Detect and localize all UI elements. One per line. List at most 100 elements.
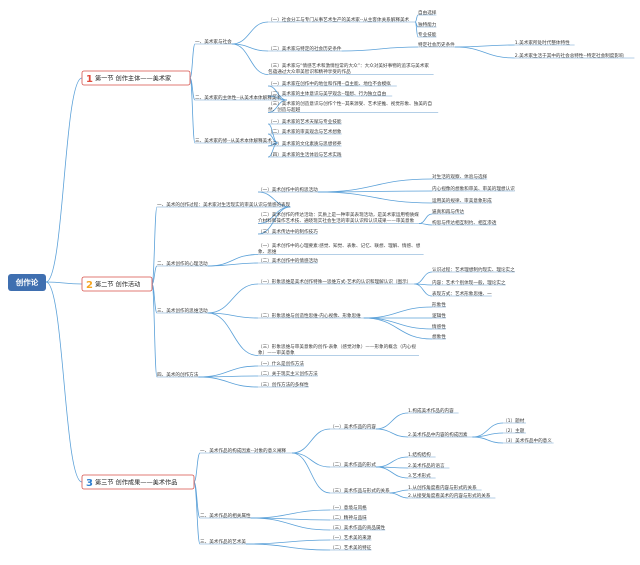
ch1-section-1-text: 一、美术家与社会: [195, 38, 232, 45]
ch2-section-3-2-1-text: 形象性: [432, 301, 446, 308]
ch3-section-1-2-3[interactable]: 3.艺术形式: [408, 472, 436, 479]
ch3-section-1-1-2[interactable]: 2.美术作品中内容的构成因素: [408, 431, 473, 438]
ch2-section-1-1-3[interactable]: 运用美的规律、审美意象形成: [432, 197, 492, 204]
ch2-section-3[interactable]: 三、美术创作的思维活动: [157, 307, 208, 314]
ch2-section-3-3[interactable]: （三）形象思维与审美意象的创作-表象（感觉对象）——形象的概念（内心视象）——审…: [258, 343, 419, 356]
ch3-section-3-text: 三、美术作品的艺术美: [200, 538, 246, 545]
ch3-section-2-1[interactable]: （一）意境与风格: [330, 504, 367, 511]
ch2-section-1-1-1[interactable]: 对生活的观察、体验与选择: [432, 173, 488, 180]
ch3-section-1-3-1[interactable]: 1.从创作角度看内容与形式的关系: [408, 484, 482, 491]
ch2-section-1-2-1[interactable]: 逼真和再与传达: [432, 208, 465, 215]
ch2-section-3-2[interactable]: （二）形象思维与创造性思维-内心视像、形象思维: [258, 312, 364, 319]
ch1-section-1-3[interactable]: （三）美术家与“情感艺术和激情恒常的大众”：大众对美好事物的追求与美术家包蕴通过…: [268, 62, 434, 75]
ch1-section-2-3[interactable]: （三）美术家的创造意识与创作个性--其来源受、艺术逆推、视觉形象、独美的自然、创…: [268, 100, 439, 113]
ch1-section-2-1-text: （一）美术家在创作中的地位和作用--自主能、地位不会模拟: [268, 80, 391, 87]
ch3-section-1-3-2[interactable]: 2.从接受角度看美术的内容与形式的关系: [408, 492, 496, 499]
ch1-section-1-1[interactable]: （一）社会分工与专门从事艺术生产的美术家--从主客体关系解释美术: [268, 16, 416, 23]
ch1-section-1-2-1-2[interactable]: 2.美术家生活于其中的社会总特性--特定社会制度影响: [514, 52, 635, 59]
ch2-section-4[interactable]: 四、美术的创作方法: [157, 371, 199, 378]
ch2-section-2-1[interactable]: （一）美术创作中的心理要素:感觉、知觉、表象、记忆、联想、理解、情感、想象、思维: [258, 242, 424, 255]
ch1-section-1-1-3[interactable]: 专业技能: [418, 31, 437, 38]
ch3-section-1-2-text: （二）美术作品的形式: [330, 461, 376, 468]
ch1-section-1-2[interactable]: （二）美术家与特定的社会历史条件: [268, 45, 342, 52]
ch1-section-2[interactable]: 二、美术家的主体性--从美术本体解释美术: [195, 94, 287, 101]
ch3-section-2-2[interactable]: （二）精神与品味: [330, 514, 367, 521]
ch1-section-2-1[interactable]: （一）美术家在创作中的地位和作用--自主能、地位不会模拟: [268, 80, 397, 87]
ch2-section-3-1-3[interactable]: 表现方式：艺术形象思维、一: [432, 290, 492, 297]
ch3-section-1-1-2-2[interactable]: （2）主题: [503, 427, 526, 434]
link-ch3-section-3-1: [245, 539, 331, 545]
root-node[interactable]: 创作论: [8, 274, 46, 291]
link-ch1-section-1-1-3: [414, 21, 419, 38]
ch3-section-1-text: 一、美术作品的构成因素--对象的意义阐释: [200, 447, 286, 454]
ch3-section-1-2-1[interactable]: 1.结构结构: [408, 451, 436, 458]
ch1-section-1-1-2-text: 独特能力: [418, 21, 437, 28]
ch2-section-3-2-3[interactable]: 情感性: [432, 323, 446, 330]
ch1-section-1-2-1-1[interactable]: 1.美术家所处时代整体特性: [514, 39, 575, 46]
ch1-section-1-2-1-2-text: 2.美术家生活于其中的社会总特性--特定社会制度影响: [515, 52, 624, 59]
ch2-section-2[interactable]: 二、美术创作的心理活动: [157, 260, 208, 267]
link-ch1-section-1-1-1: [414, 14, 419, 23]
ch2-section-3-2-1[interactable]: 形象性: [432, 301, 446, 308]
ch2-section-3-1[interactable]: （一）形象思维是美术创作特殊一思维方式-艺术的认识和理解认识（图示）: [258, 278, 415, 285]
ch1-section-3-3[interactable]: （三）美术家的文化素质与思想修养: [268, 140, 342, 147]
ch2-section-2-1-text-line2: 象、思维: [258, 248, 277, 255]
ch1-section-1[interactable]: 一、美术家与社会: [195, 38, 232, 45]
ch3-section-1-1[interactable]: （一）美术作品的内容: [330, 423, 376, 430]
ch2-section-4-2-text: （二）关于现实主义创作方法: [258, 370, 318, 377]
ch3-section-2-3[interactable]: （三）美术作品的商品属性: [330, 524, 386, 531]
ch1-section-1-1-2[interactable]: 独特能力: [418, 21, 437, 28]
ch2-section-2-2[interactable]: （二）美术创作中的情感活动: [258, 257, 318, 264]
ch3-section-1[interactable]: 一、美术作品的构成因素--对象的意义阐释: [200, 447, 292, 454]
ch3-section-1-2[interactable]: （二）美术作品的形式: [330, 461, 376, 468]
ch2-section-1-2-2[interactable]: 构思与传达相互制约、相互渗透: [432, 219, 497, 226]
ch2-section-4-1[interactable]: （一）什么是创作方法: [258, 360, 304, 367]
ch2-section-3-2-2[interactable]: 逻辑性: [432, 312, 446, 319]
link-ch2-section-1-1: [257, 191, 291, 208]
ch1-section-2-2[interactable]: （二）美术家的主体意识与美学观念--理想、行为独立自由: [268, 90, 393, 97]
ch2-section-4-2[interactable]: （二）关于现实主义创作方法: [258, 370, 318, 377]
ch2-section-3-2-4[interactable]: 想象性: [432, 333, 446, 340]
ch2-section-3-1-1[interactable]: 认识过程：艺术理想制约现实、理论实之: [432, 266, 515, 273]
link-ch3-section-1-1: [291, 428, 331, 454]
ch2-section-1-2[interactable]: （二）美术创作的传达活动：实质上是一种审美表现活动，是美术家运用物质媒介材料和操…: [258, 211, 419, 224]
ch3-section-3-1[interactable]: （一）艺术美的来源: [330, 534, 372, 541]
ch2-section-4-3[interactable]: （三）创作方法的多样性: [258, 381, 309, 388]
ch1-section-3[interactable]: 三、美术家的修--从美术本体解释美术: [195, 137, 278, 144]
ch1-section-3-2[interactable]: （二）美术家的审美观念与艺术想象: [268, 128, 342, 135]
ch2-section-1-1-text: （一）美术创作中的构思活动: [258, 186, 318, 193]
ch1-section-1-2-1[interactable]: 特定社会历史条件: [418, 41, 455, 48]
ch2-section-1-1[interactable]: （一）美术创作中的构思活动: [258, 186, 318, 193]
link-ch2-section-3-2-1: [363, 306, 433, 319]
ch3-section-1-2-2[interactable]: 2.美术作品的语言: [408, 462, 450, 469]
ch2-section-4-1-text: （一）什么是创作方法: [258, 360, 304, 367]
ch2-section-4-3-text: （三）创作方法的多样性: [258, 381, 309, 388]
ch3-section-1-3[interactable]: （三）美术作品与形式的关系: [330, 487, 390, 494]
ch3-section-1-1-2-3[interactable]: （3）美术作品中的意义: [503, 437, 554, 444]
ch2-section-2-1-text: （一）美术创作中的心理要素:感觉、知觉、表象、记忆、联想、理解、情感、想: [258, 242, 421, 249]
ch3-section-3[interactable]: 三、美术作品的艺术美: [200, 538, 246, 545]
ch2-section-3-1-2[interactable]: 内容：艺术个别体现一般，理论实之: [432, 279, 506, 286]
ch3-section-1-2-1-text: 1.结构结构: [408, 451, 431, 458]
ch2-section-2-text: 二、美术创作的心理活动: [157, 260, 208, 267]
ch1-section-3-1[interactable]: （一）美术家的艺术天赋与专业技能: [268, 118, 342, 125]
ch2-section-1-3[interactable]: （三）美术传达中的制作技巧: [258, 228, 318, 235]
ch3-section-1-1-2-1[interactable]: （1）题材: [503, 417, 526, 424]
ch2-section-3-3-text: （三）形象思维与审美意象的创作-表象（感觉对象）——形象的概念（内心视: [258, 343, 416, 350]
ch1-section-3-2-text: （二）美术家的审美观念与艺术想象: [268, 128, 342, 135]
ch1-section-3-4[interactable]: （四）美术家的生活体验与艺术实践: [268, 151, 342, 158]
ch3-section-1-1-1[interactable]: 1.构成美术作品的内容: [408, 407, 459, 414]
ch3-section-2[interactable]: 二、美术作品的相关属性: [200, 512, 251, 519]
ch2-section-1[interactable]: 一、美术的创作过程：美术家对生活现实的审美认识与情感的表现: [157, 201, 291, 208]
ch2-section-1-1-2[interactable]: 内心视像的想象和审美、审美的理想认识: [432, 185, 515, 192]
ch1-section-1-1-1[interactable]: 自由选择: [418, 9, 437, 16]
link-ch2-section-1: [151, 206, 158, 285]
chapter-1-title: 第一节 创作主体——美术家: [95, 74, 171, 82]
ch3-section-3-2[interactable]: （二）艺术美的特征: [330, 544, 372, 551]
chapter-3-title: 第三节 创作成果——美术作品: [95, 478, 177, 486]
link-ch2-section-1-3: [257, 206, 291, 235]
ch3-section-1-1-2-1-text: （1）题材: [503, 417, 525, 424]
